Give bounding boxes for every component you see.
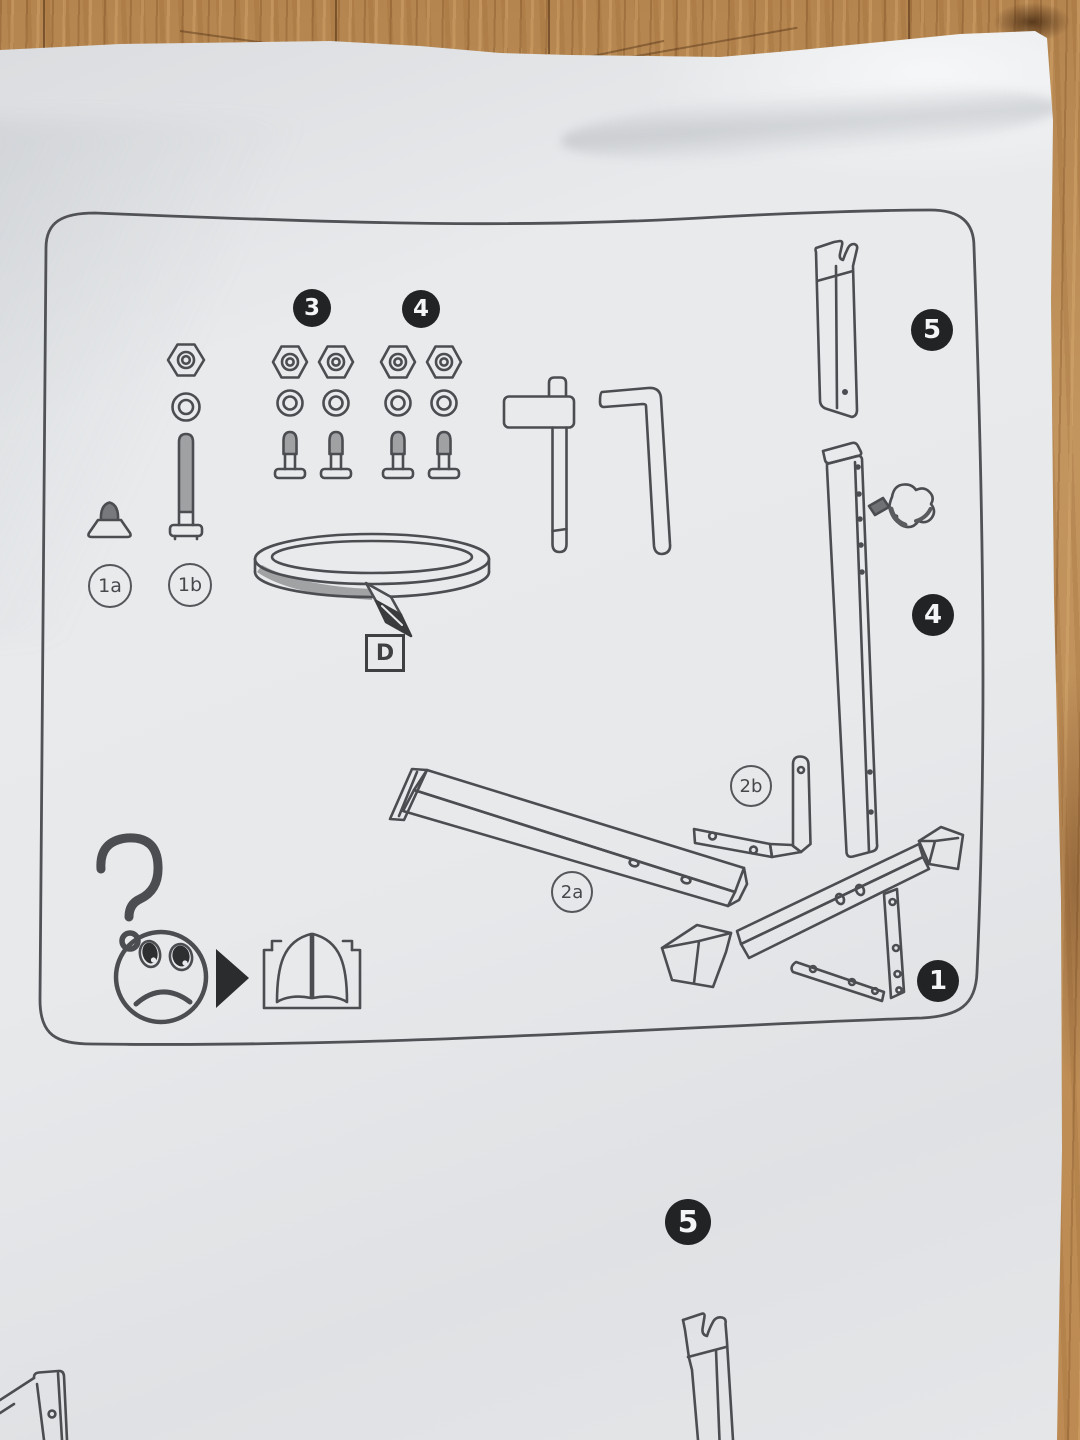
- part-badge-4: 4: [912, 594, 954, 636]
- upright-catch-post-icon: [814, 239, 859, 419]
- part-label-1b: 1b: [168, 563, 212, 607]
- part-label-1a: 1a: [88, 564, 132, 608]
- slant-rail-icon: [388, 767, 749, 908]
- hardware-badge-4: 4: [402, 290, 440, 328]
- wood-seam: [43, 0, 45, 52]
- hardware-badge-3: 3: [293, 289, 331, 327]
- t-wrench-icon: [502, 376, 576, 554]
- washer-icon: [171, 392, 201, 422]
- nut-icon: [166, 343, 206, 377]
- part-label-2b: 2b: [730, 765, 772, 807]
- wood-seam: [335, 0, 337, 46]
- star-knob-icon: [867, 483, 936, 529]
- base-beam-icon: [660, 825, 965, 1003]
- l-bracket-icon: [692, 755, 812, 859]
- strap-icon: [253, 532, 491, 638]
- bottom-left-frame-icon: [0, 1369, 69, 1440]
- part-badge-5: 5: [911, 309, 953, 351]
- strap-label-d: D: [365, 634, 405, 672]
- paper-crease: [0, 120, 300, 640]
- upright-rail-icon: [821, 441, 879, 859]
- question-mark-icon: [96, 833, 163, 952]
- wood-seam: [908, 0, 910, 40]
- foot-screw-icon: [87, 501, 132, 539]
- part-badge-1: 1: [917, 960, 959, 1002]
- arrow-icon: [216, 949, 249, 1008]
- manual-book-icon: [262, 932, 362, 1010]
- long-bolt-icon: [168, 432, 204, 541]
- step5-post-icon: [681, 1312, 735, 1440]
- part-label-2a: 2a: [551, 871, 593, 913]
- parts-box-border: [38, 208, 985, 1046]
- step-5-badge: 5: [665, 1199, 711, 1245]
- wood-seam: [548, 0, 550, 54]
- allen-key-icon: [598, 386, 672, 556]
- sad-face-icon: [113, 929, 209, 1025]
- hardware-group-3: [271, 345, 355, 480]
- hardware-group-4: [379, 345, 463, 480]
